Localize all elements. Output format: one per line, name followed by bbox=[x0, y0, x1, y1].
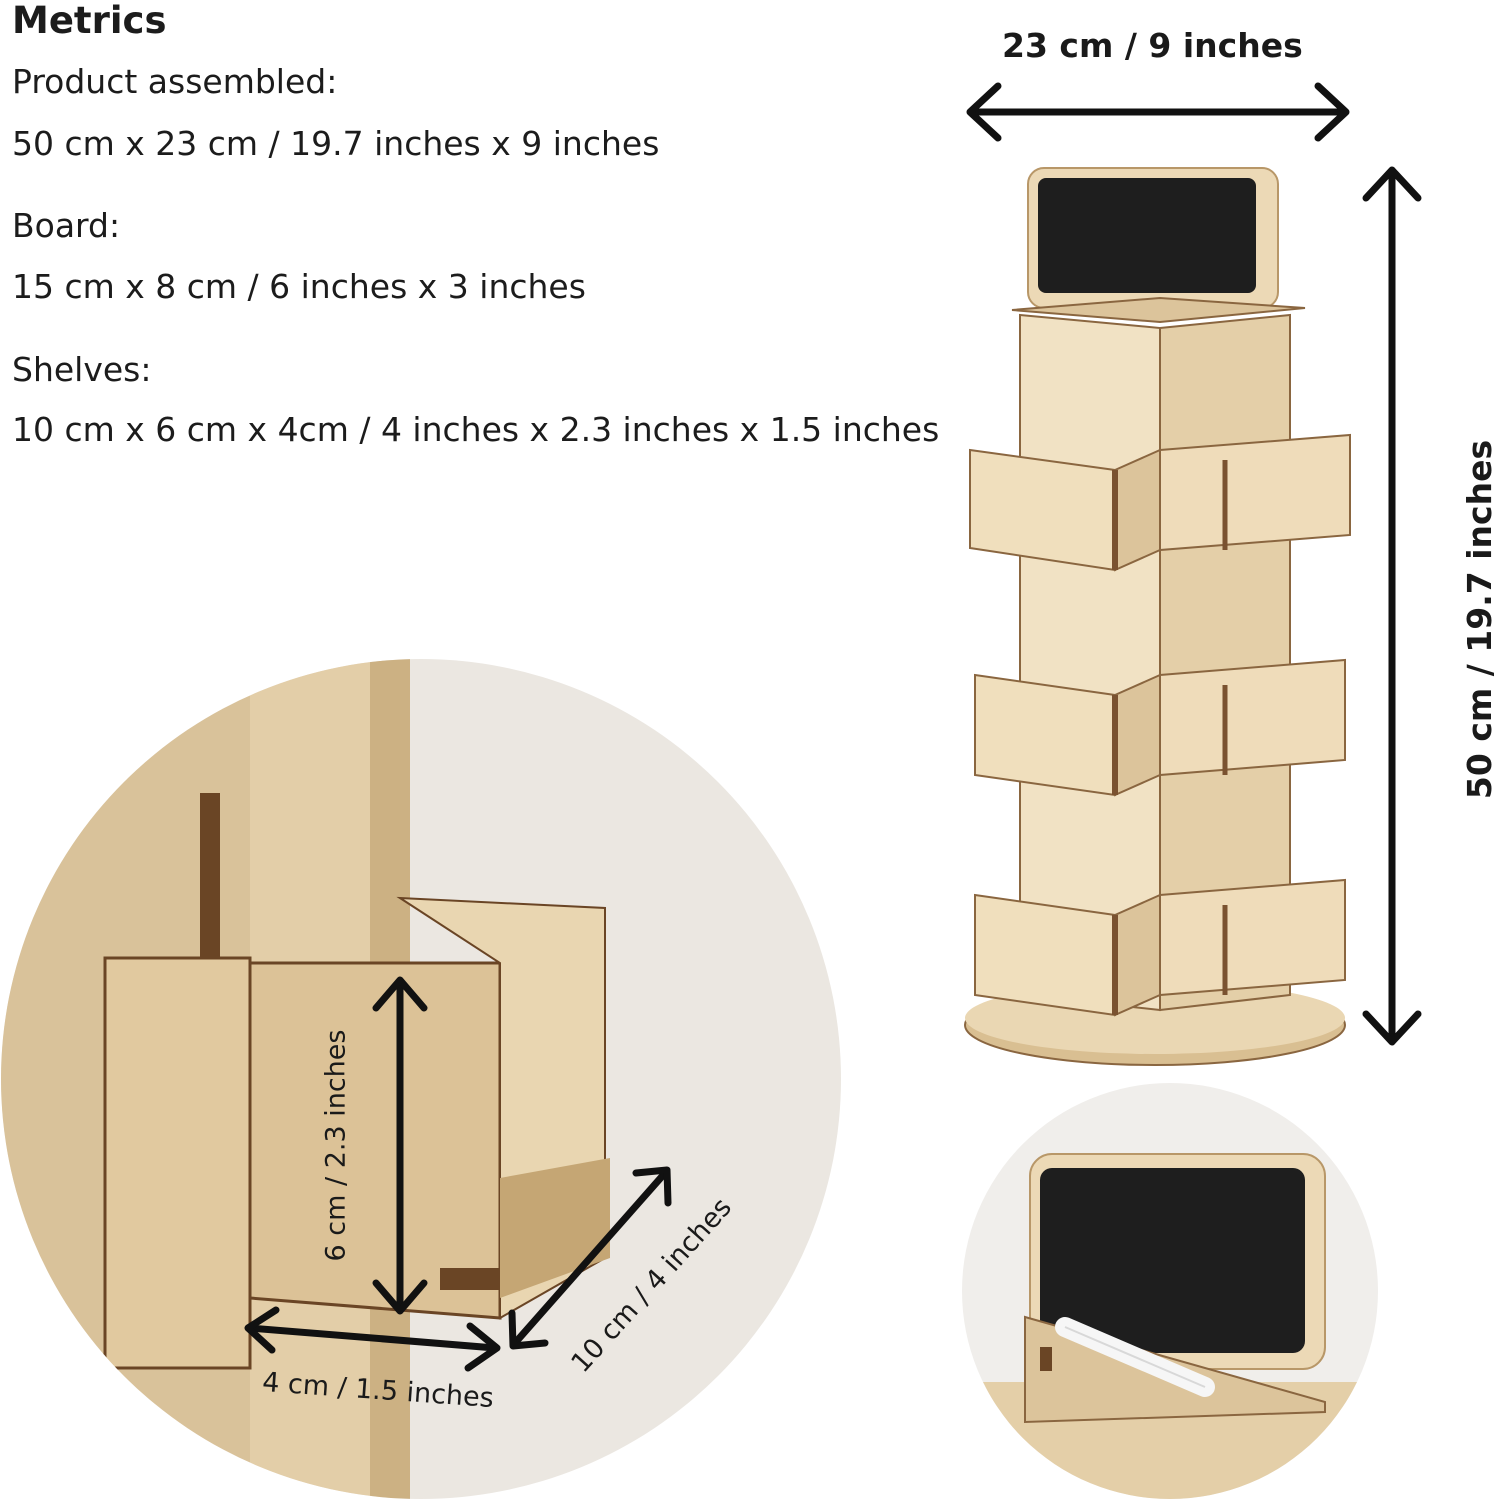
shelf-tier-middle bbox=[974, 658, 1346, 797]
width-arrow bbox=[960, 80, 1360, 150]
shelves-value: 10 cm x 6 cm x 4cm / 4 inches x 2.3 inch… bbox=[12, 410, 940, 449]
product-label: Product assembled: bbox=[12, 62, 338, 101]
shelves-label: Shelves: bbox=[12, 350, 152, 389]
chalkboard-detail-image bbox=[960, 1082, 1380, 1500]
shelf-tier-top bbox=[969, 433, 1351, 572]
display-tower-drawing bbox=[964, 167, 1351, 1066]
shelf-tier-bottom bbox=[974, 878, 1346, 1017]
shelf-height-label: 6 cm / 2.3 inches bbox=[320, 1029, 352, 1262]
height-arrow bbox=[1362, 162, 1422, 1052]
width-dimension-label: 23 cm / 9 inches bbox=[1002, 26, 1303, 65]
product-value: 50 cm x 23 cm / 19.7 inches x 9 inches bbox=[12, 124, 660, 163]
board-label: Board: bbox=[12, 206, 121, 245]
board-value: 15 cm x 8 cm / 6 inches x 3 inches bbox=[12, 267, 586, 306]
specs-title: Metrics bbox=[12, 0, 167, 42]
shelf-detail-image bbox=[0, 658, 845, 1500]
display-tower-image bbox=[950, 150, 1370, 1080]
height-dimension-label: 50 cm / 19.7 inches bbox=[1460, 439, 1499, 800]
